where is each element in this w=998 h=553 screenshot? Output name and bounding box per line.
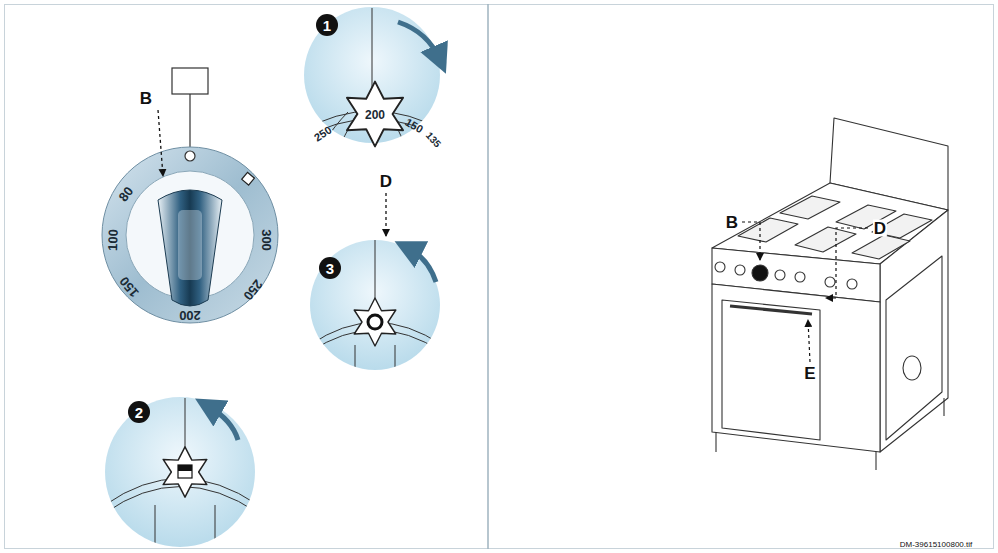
part-letter: B	[725, 214, 739, 231]
callout-number: 2	[128, 401, 150, 423]
callout-number: 3	[319, 257, 341, 279]
scale-number: 100	[106, 229, 120, 251]
part-letter: E	[803, 365, 816, 382]
callout-number: 1	[316, 14, 338, 36]
part-letter: D	[873, 220, 887, 237]
part-letter: D	[379, 173, 393, 190]
file-name: DM-39615100800.tif	[900, 541, 973, 549]
scale-number: 300	[260, 229, 273, 251]
scale-number: 200	[179, 309, 201, 322]
scale-number: 135	[424, 130, 443, 149]
part-letter: B	[139, 90, 153, 107]
scale-number: 200	[365, 109, 385, 121]
